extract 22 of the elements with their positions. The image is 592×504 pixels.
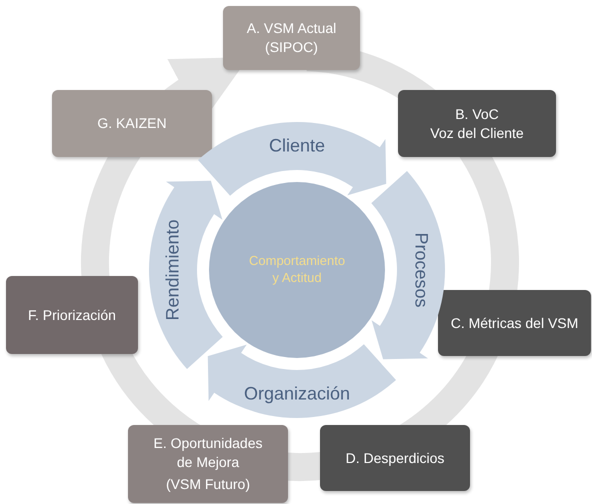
ring-label: Cliente <box>268 136 326 156</box>
ring-label: Organización <box>244 384 350 404</box>
box-text: C. Métricas del VSM <box>450 314 578 332</box>
process-box <box>398 90 556 157</box>
box-text: D. Desperdicios <box>346 448 444 468</box>
process-box <box>52 90 212 157</box>
process-box <box>438 290 591 356</box>
box-text: Voz del Cliente <box>430 124 524 142</box>
process-box <box>6 276 138 354</box>
ring-label: Rendimiento <box>162 219 184 321</box>
box-text: A. VSM Actual (SIPOC) <box>246 19 338 57</box>
box-text: E. Oportunidades de Mejora <box>152 434 264 472</box>
box-text: G. KAIZEN <box>97 114 167 133</box>
ring-label: Procesos <box>410 232 432 308</box>
center-circle <box>209 182 385 358</box>
box-text: B. VoC <box>455 104 499 124</box>
center-text: Comportamiento y Actitud <box>249 253 345 287</box>
process-box <box>223 6 360 70</box>
box-text: F. Priorización <box>28 306 116 324</box>
process-box <box>128 425 288 503</box>
process-box <box>320 425 470 491</box>
box-text: (VSM Futuro) <box>166 475 250 494</box>
